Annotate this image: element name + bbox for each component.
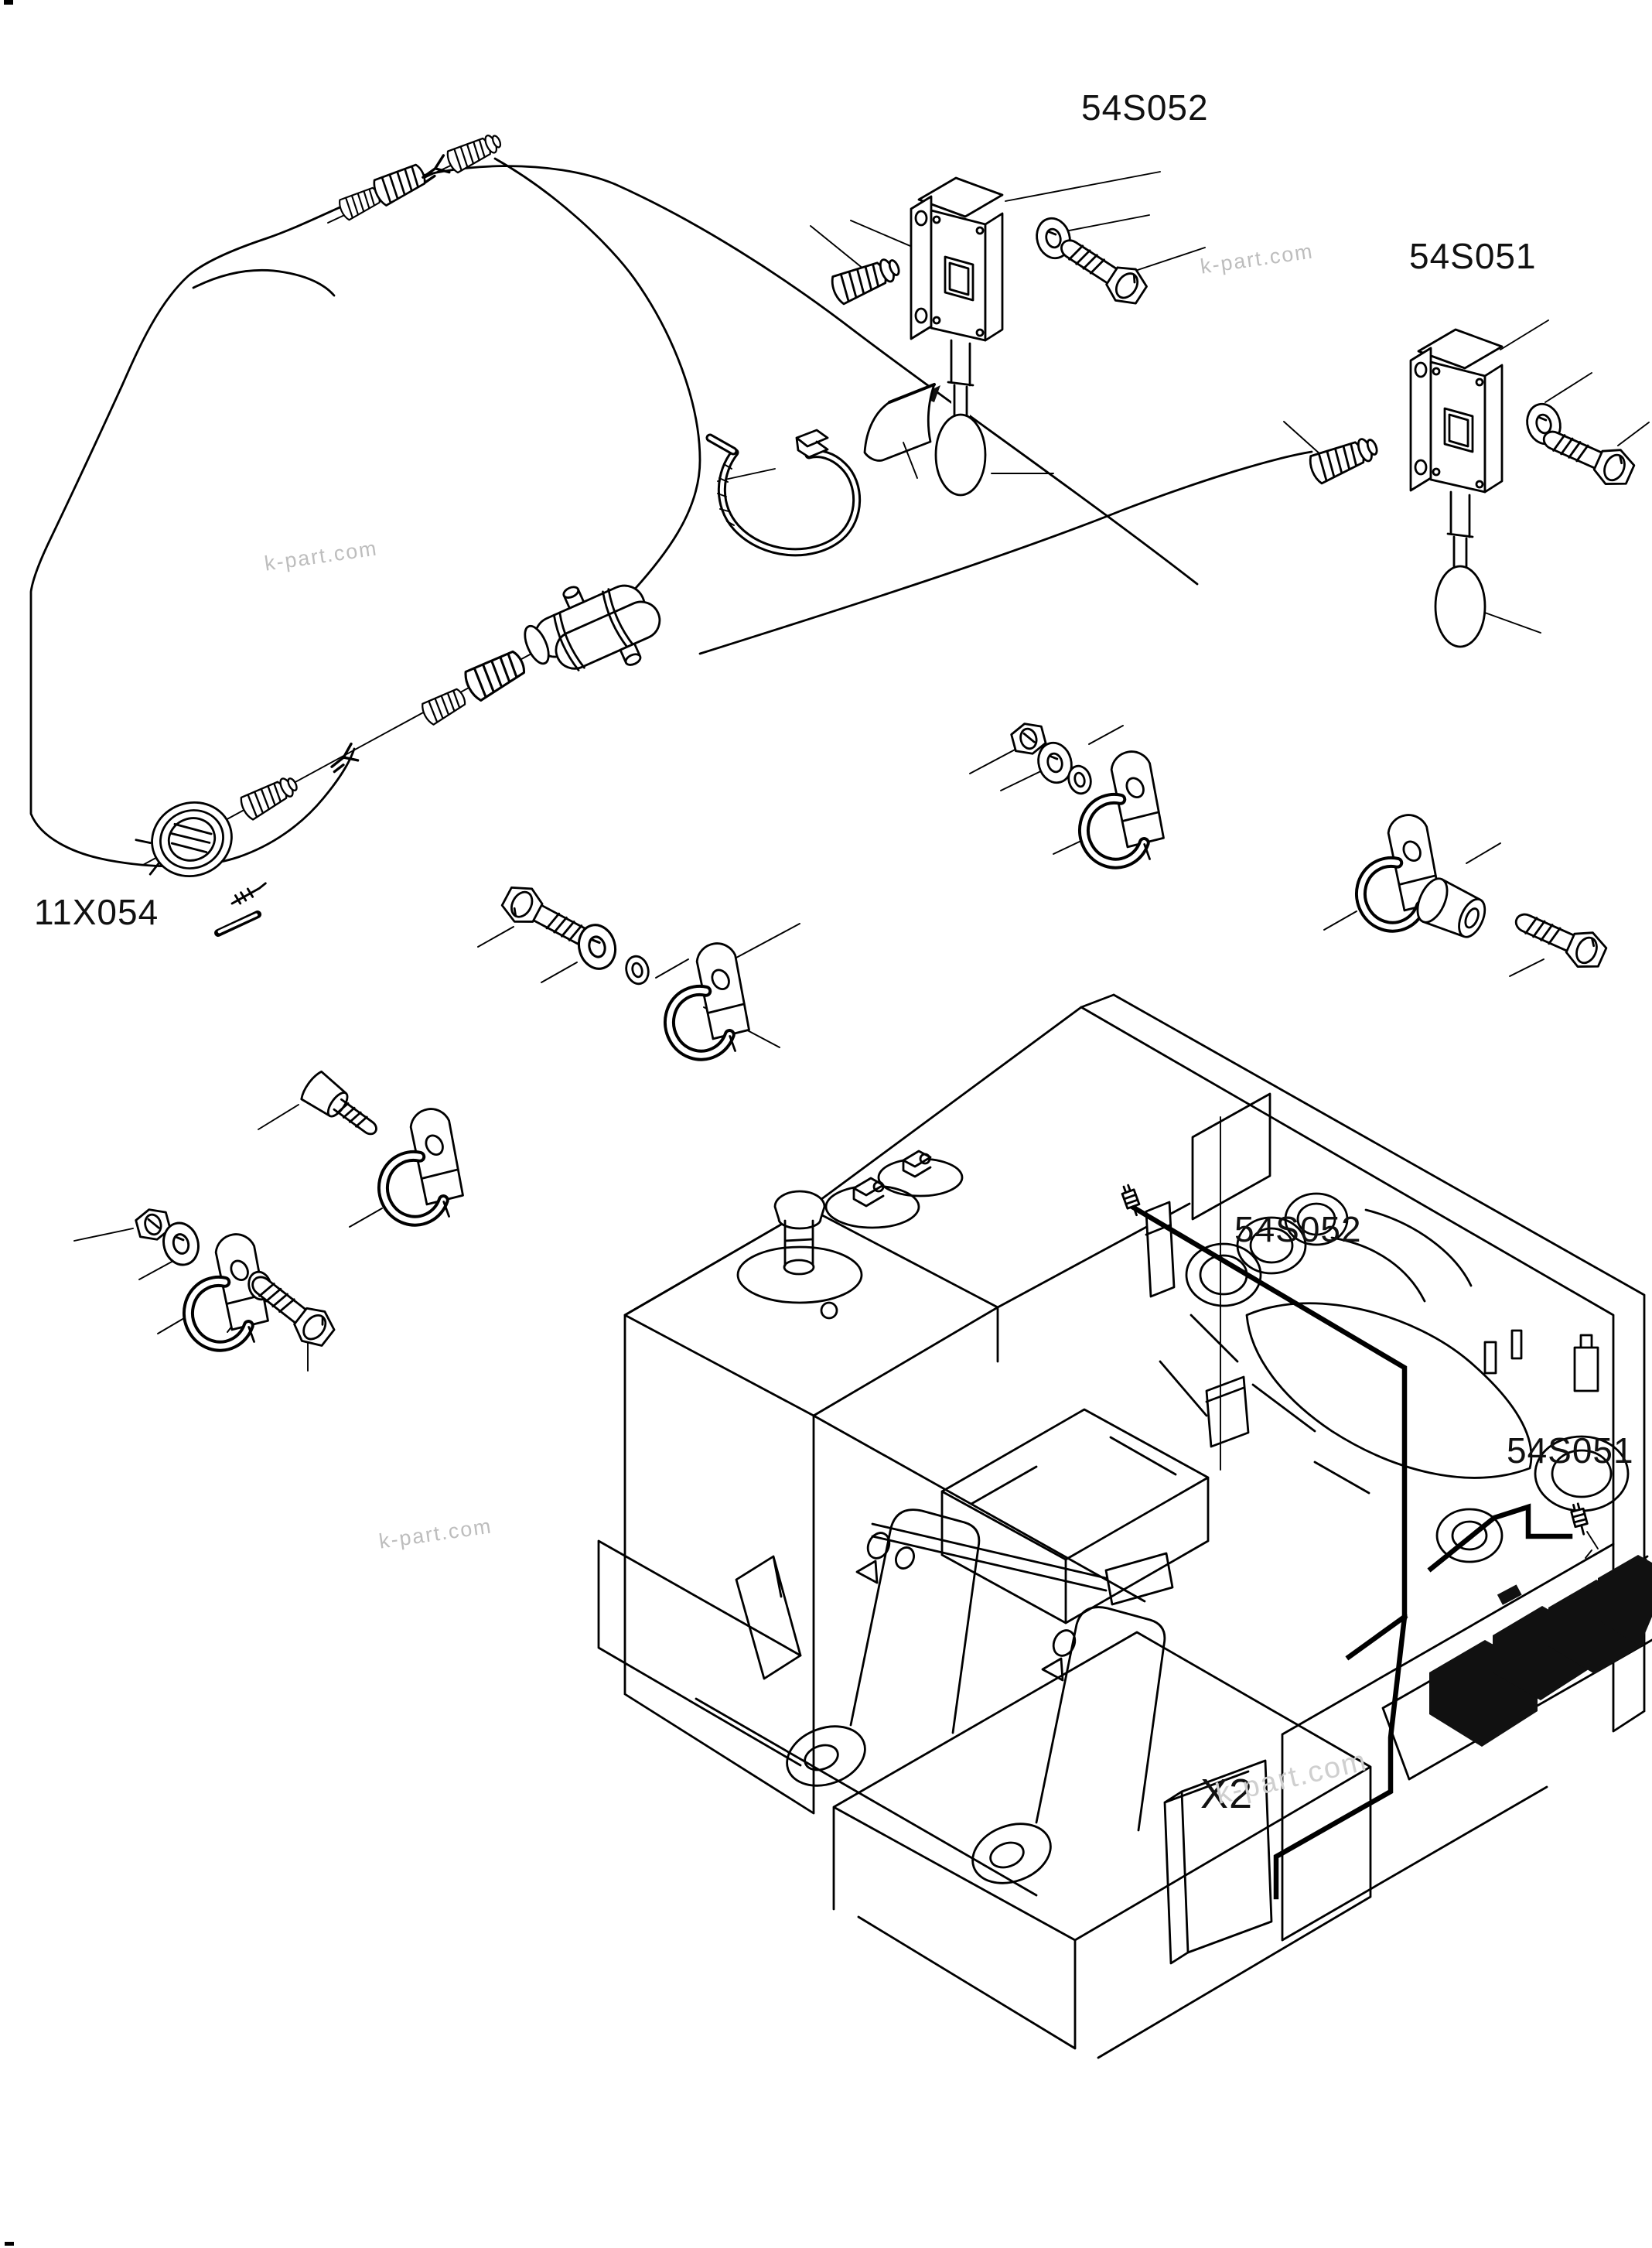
lock-washer-icon <box>622 952 653 988</box>
p-clamp-icon <box>653 939 758 1064</box>
loader-towers <box>786 1508 1174 1884</box>
lower-harness-chain <box>238 584 661 822</box>
part-label-54S051-top: 54S051 <box>1409 236 1537 276</box>
contact-pin-icon <box>214 910 262 937</box>
inline-connector-icon <box>524 584 661 671</box>
float-sensor-54S051-assembly <box>1283 319 1650 648</box>
part-label-54S052-machine: 54S052 <box>1234 1209 1362 1249</box>
part-label-X2: X2 <box>1200 1771 1254 1817</box>
p-clamp-icon <box>367 1105 472 1230</box>
cap-screw-icon <box>297 1068 387 1147</box>
cable-gland-icon <box>238 772 301 822</box>
cable-tie-icon <box>705 429 862 557</box>
harness-connector-icon <box>1568 1502 1591 1537</box>
float-sensor-icon <box>1409 328 1504 648</box>
battery-boxes <box>1429 1555 1652 1747</box>
clamp-cluster-e <box>73 1204 341 1372</box>
terminal-panel-x2 <box>1163 1759 1273 1965</box>
hex-bolt-icon <box>1051 227 1152 312</box>
clamp-cluster-d <box>258 1068 472 1231</box>
corrugated-sleeve-icon <box>460 645 531 704</box>
cable-gland-icon <box>1307 432 1381 485</box>
machine-isometric-view <box>597 993 1652 2059</box>
clamp-cluster-c <box>477 879 800 1065</box>
clamp-cluster-a <box>969 719 1172 873</box>
cab-outline <box>29 165 1199 868</box>
corner-mark-bottom-left <box>5 2242 14 2246</box>
filler-cap <box>736 1190 863 1320</box>
clamp-cluster-b <box>1323 811 1611 977</box>
part-label-11X054: 11X054 <box>34 892 159 932</box>
part-label-54S052-top: 54S052 <box>1081 87 1209 128</box>
upper-harness-chain <box>336 129 504 222</box>
latch-fitting <box>824 1150 964 1229</box>
decal-icon <box>863 383 936 479</box>
corrugated-sleeve-icon <box>370 159 430 208</box>
cable-gland-icon <box>829 253 903 306</box>
part-label-54S051-machine: 54S051 <box>1507 1430 1634 1471</box>
harness-route-bold <box>1118 1182 1599 1900</box>
contact-pin-icon <box>230 882 267 905</box>
engine <box>1159 1192 1630 1563</box>
connector-plug-11X054 <box>135 801 267 937</box>
float-sensor-icon <box>910 176 1004 497</box>
hex-bolt-icon <box>1507 900 1611 975</box>
corner-mark-top-left <box>4 0 13 5</box>
console-box <box>940 1408 1210 1625</box>
